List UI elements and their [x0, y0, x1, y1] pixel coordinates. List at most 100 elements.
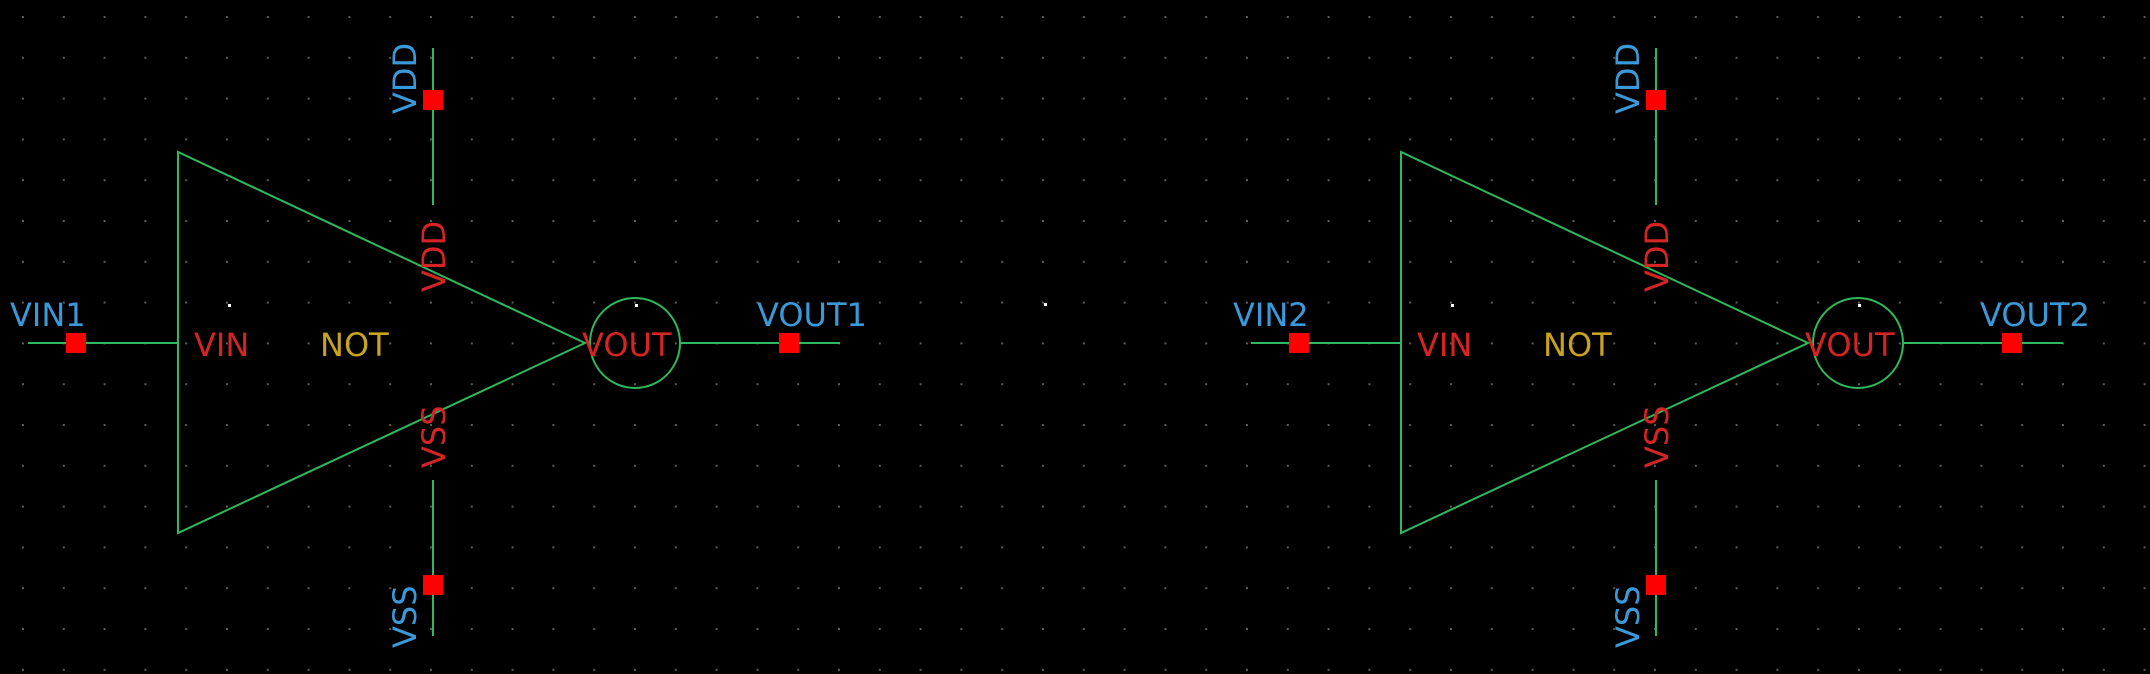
grid-dot — [1531, 505, 1534, 508]
grid-dot — [634, 505, 636, 508]
grid-dot — [593, 383, 596, 386]
grid-dot — [1001, 628, 1004, 630]
grid-dot — [919, 16, 922, 18]
grid-dot — [185, 587, 188, 590]
grid-dot — [511, 16, 514, 18]
grid-dot — [144, 301, 147, 304]
ground-pin-marker[interactable] — [423, 575, 443, 595]
grid-dot — [1735, 424, 1738, 426]
grid-dot — [511, 424, 514, 426]
grid-dot — [552, 56, 555, 59]
grid-dot — [307, 301, 310, 304]
grid-dot — [715, 383, 718, 386]
grid-dot — [144, 220, 147, 222]
grid-dot — [389, 383, 392, 386]
grid-dot — [1572, 179, 1575, 182]
grid-dot — [1246, 138, 1248, 141]
grid-dot — [1694, 342, 1697, 345]
grid-dot — [1368, 260, 1371, 263]
grid-dot — [185, 260, 188, 263]
grid-dot — [593, 546, 596, 549]
grid-dot — [1613, 383, 1616, 386]
grid-dot — [226, 16, 228, 18]
grid-dot — [1164, 424, 1167, 426]
grid-dot — [1694, 628, 1697, 630]
grid-dot — [2102, 97, 2105, 100]
grid-dot — [1164, 220, 1167, 222]
grid-dot — [1939, 464, 1942, 467]
grid-dot — [511, 220, 514, 222]
grid-dot — [1858, 505, 1860, 508]
supply-pin-marker[interactable] — [423, 90, 443, 110]
grid-dot — [838, 383, 840, 386]
pin-label-ground: VSS — [415, 405, 453, 468]
grid-dot — [1001, 16, 1004, 18]
grid-dot — [226, 424, 228, 426]
grid-dot — [226, 505, 228, 508]
input-pin-marker[interactable] — [66, 333, 86, 353]
grid-dot — [22, 464, 24, 467]
grid-dot — [348, 668, 351, 671]
grid-dot — [1939, 383, 1942, 386]
grid-dot — [1735, 505, 1738, 508]
grid-dot — [1246, 16, 1248, 18]
grid-dot — [1898, 56, 1901, 59]
grid-dot — [1450, 260, 1452, 263]
grid-dot — [1082, 628, 1085, 630]
grid-dot — [1001, 56, 1004, 59]
grid-dot — [389, 56, 392, 59]
grid-dot — [797, 179, 800, 182]
grid-dot — [593, 179, 596, 182]
supply-pin-marker[interactable] — [1646, 90, 1666, 110]
grid-dot — [1531, 587, 1534, 590]
grid-dot — [1123, 56, 1126, 59]
grid-dot — [1817, 505, 1820, 508]
grid-dot — [634, 179, 636, 182]
grid-dot — [1776, 342, 1779, 345]
grid-dot — [103, 56, 106, 59]
grid-dot — [1409, 179, 1412, 182]
grid-dot — [430, 220, 432, 222]
grid-dot — [1694, 505, 1697, 508]
grid-dot — [266, 138, 269, 141]
grid-dot — [919, 505, 922, 508]
grid-dot — [1654, 342, 1656, 345]
ground-pin-marker[interactable] — [1646, 575, 1666, 595]
grid-dot — [22, 628, 24, 630]
grid-dot — [715, 546, 718, 549]
input-pin-marker[interactable] — [1289, 333, 1309, 353]
grid-dot — [2102, 424, 2105, 426]
grid-dot — [2062, 301, 2064, 304]
grid-dot — [144, 668, 147, 671]
grid-dot — [1858, 342, 1860, 345]
grid-dot — [878, 56, 881, 59]
grid-dot — [185, 424, 188, 426]
output-pin-marker[interactable] — [2002, 333, 2022, 353]
grid-dot — [1490, 668, 1493, 671]
grid-dot — [1450, 56, 1452, 59]
grid-dot — [1817, 587, 1820, 590]
grid-dot — [1858, 383, 1860, 386]
net-label-ground: VSS — [1609, 585, 1647, 648]
grid-dot — [715, 138, 718, 141]
grid-dot — [2102, 668, 2105, 671]
grid-dot — [1613, 628, 1616, 630]
grid-dot — [1450, 587, 1452, 590]
grid-dot — [1042, 587, 1044, 590]
grid-dot — [797, 16, 800, 18]
grid-dot — [674, 546, 677, 549]
grid-dot — [838, 505, 840, 508]
grid-dot — [838, 464, 840, 467]
grid-dot — [1817, 628, 1820, 630]
output-pin-marker[interactable] — [779, 333, 799, 353]
grid-dot — [62, 301, 65, 304]
grid-dot — [1817, 424, 1820, 426]
grid-dot — [1817, 138, 1820, 141]
grid-dot — [185, 220, 188, 222]
grid-dot — [1898, 628, 1901, 630]
grid-dot — [1123, 138, 1126, 141]
grid-dot — [1450, 16, 1452, 18]
